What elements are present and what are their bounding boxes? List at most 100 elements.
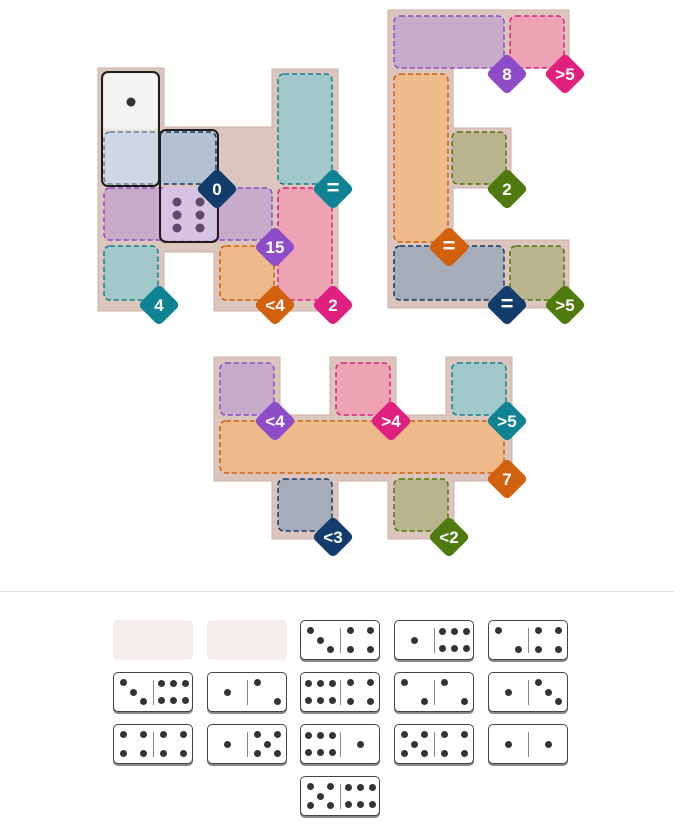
domino-pip [305, 749, 313, 757]
placed-domino-1[interactable] [101, 71, 160, 187]
region-4-cells[interactable] [103, 245, 159, 301]
region-2-pink-cells[interactable] [277, 187, 333, 301]
domino-pip [317, 749, 324, 757]
region-gt5-pink-cells[interactable] [509, 15, 565, 69]
domino-divider [434, 628, 435, 653]
region-gt5-green-cells[interactable] [509, 245, 565, 301]
domino-pip [420, 698, 428, 705]
domino-pip [401, 731, 409, 738]
region-badge-label: <2 [439, 528, 458, 547]
region-gt4-cells[interactable] [335, 362, 391, 416]
tray-domino[interactable] [207, 672, 287, 712]
region-eq-orange-cells[interactable] [393, 73, 449, 243]
region-badge-label: >5 [497, 412, 516, 431]
tray-domino[interactable] [394, 724, 474, 764]
region-badge-label: = [327, 175, 340, 200]
region-lt3-cells[interactable] [277, 478, 333, 532]
domino-pip [139, 750, 147, 757]
region-8-cells[interactable] [393, 15, 505, 69]
domino-pip [160, 750, 168, 757]
domino-pip [420, 750, 428, 757]
tray-domino[interactable] [207, 724, 287, 764]
region-badge-label: 7 [502, 470, 511, 489]
region-badge-label: 4 [154, 296, 164, 315]
domino-pip [317, 792, 324, 800]
region-gt5-teal-cells[interactable] [451, 362, 507, 416]
domino-pip [254, 679, 262, 686]
domino-pip [366, 627, 374, 634]
domino-pip [345, 801, 353, 809]
tray-domino[interactable] [300, 672, 380, 712]
region-eq-teal-cells[interactable] [277, 73, 333, 185]
domino-pip [317, 636, 324, 644]
region-7-cells[interactable] [219, 420, 505, 474]
tray-domino[interactable] [488, 672, 568, 712]
tray-domino[interactable] [113, 724, 193, 764]
domino-pip [328, 679, 336, 687]
tray-domino[interactable] [394, 620, 474, 660]
region-badge-label: 0 [212, 180, 221, 199]
region-lt4-cells[interactable] [219, 245, 275, 301]
region-badge: <4 [255, 401, 295, 441]
region-badge: <4 [255, 285, 295, 325]
domino-pip [305, 697, 313, 705]
domino-pip [347, 646, 355, 653]
region-badge-label: = [501, 291, 514, 316]
domino-half [154, 725, 193, 763]
domino-pip [326, 802, 334, 809]
domino-pip [495, 627, 503, 634]
domino-pip [366, 679, 374, 686]
tray-divider [0, 591, 674, 592]
domino-pip [439, 645, 447, 653]
domino-pip [305, 731, 313, 739]
region-badge-label: = [443, 233, 456, 258]
tray-domino[interactable] [488, 620, 568, 660]
domino-pip [307, 627, 315, 634]
domino-pip [554, 698, 562, 705]
domino-pip [160, 731, 168, 738]
region-2-green-cells[interactable] [451, 131, 507, 185]
domino-pip [224, 740, 231, 748]
region-lt2-cells[interactable] [393, 478, 449, 532]
domino-tray [0, 600, 674, 831]
domino-pip [181, 697, 189, 705]
region-badge: <2 [429, 517, 469, 557]
domino-divider [528, 732, 529, 757]
domino-pip [307, 783, 315, 790]
domino-pip [139, 698, 147, 705]
tray-domino[interactable] [300, 620, 380, 660]
tray-domino[interactable] [300, 776, 380, 816]
domino-pip [181, 679, 189, 687]
region-lt4-purple-cells[interactable] [219, 362, 275, 416]
domino-pip [460, 750, 468, 757]
domino-pip [120, 750, 128, 757]
region-badge: 7 [487, 459, 527, 499]
domino-pip [328, 731, 336, 739]
tray-domino[interactable] [394, 672, 474, 712]
domino-half [435, 621, 474, 659]
tray-domino[interactable] [300, 724, 380, 764]
tray-domino[interactable] [113, 672, 193, 712]
region-badge: >5 [545, 54, 585, 94]
domino-divider [434, 732, 435, 757]
domino-pip [307, 802, 315, 809]
domino-half [248, 673, 287, 711]
region-badge: 8 [487, 54, 527, 94]
domino-pip [347, 627, 355, 634]
region-badge: = [487, 285, 527, 325]
domino-pip [328, 749, 336, 757]
domino-half [435, 673, 474, 711]
region-badge-label: 2 [328, 296, 337, 315]
tray-empty-slot [207, 620, 287, 660]
domino-pip [347, 679, 355, 686]
region-badge: 0 [197, 169, 237, 209]
domino-half [341, 777, 380, 815]
domino-half [341, 673, 380, 711]
tray-domino[interactable] [488, 724, 568, 764]
domino-pip [139, 731, 147, 738]
domino-divider [340, 680, 341, 705]
domino-pip [462, 645, 470, 653]
domino-divider [340, 784, 341, 809]
region-cells [103, 15, 565, 532]
